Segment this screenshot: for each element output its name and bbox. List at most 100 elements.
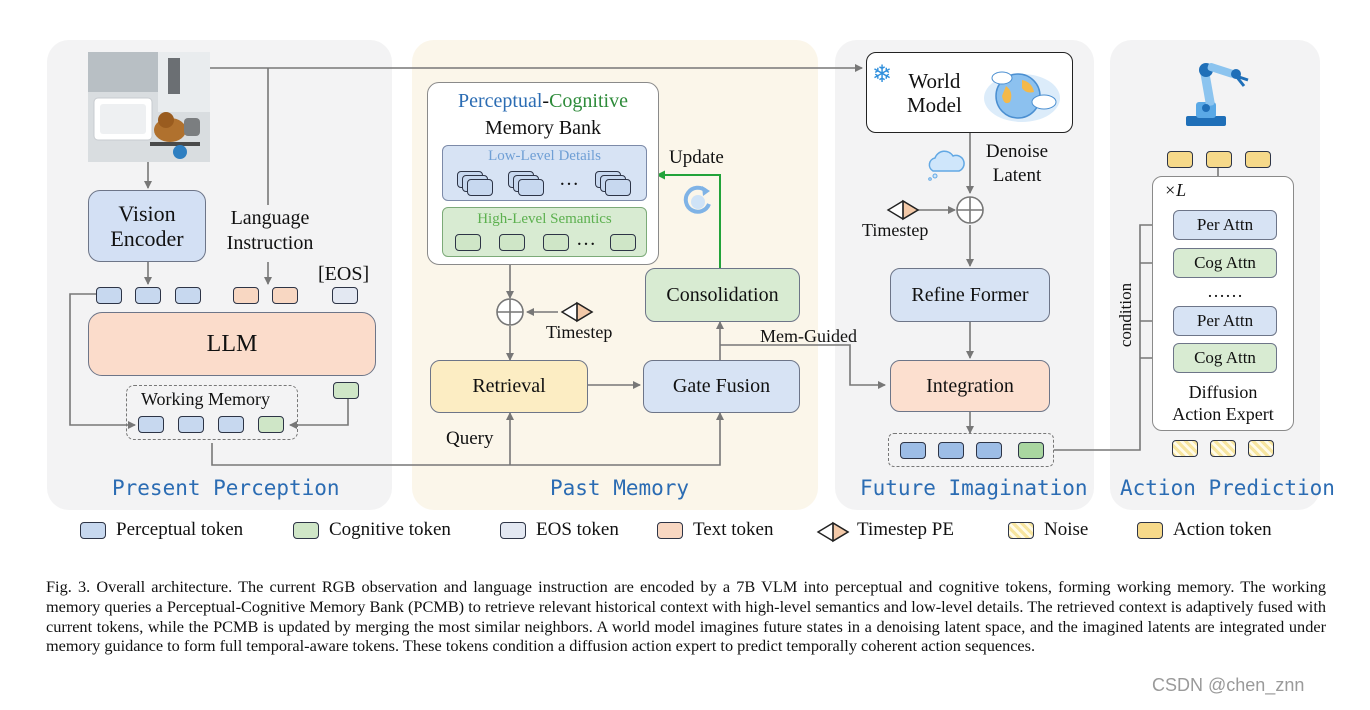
legend-eos-label: EOS token bbox=[536, 519, 619, 540]
retrieval-box: Retrieval bbox=[430, 360, 588, 413]
cognitive-token bbox=[1018, 442, 1044, 459]
memory-bank-subtitle: Memory Bank bbox=[484, 117, 602, 139]
eos-token-swatch bbox=[500, 521, 526, 539]
perceptual-token bbox=[178, 416, 204, 433]
vision-encoder-box: Vision Encoder bbox=[88, 190, 206, 262]
high-level-semantics-label: High-Level Semantics bbox=[477, 211, 612, 227]
perceptual-token bbox=[138, 416, 164, 433]
title-cognitive: Cognitive bbox=[549, 90, 628, 112]
cognitive-token bbox=[333, 382, 359, 399]
working-memory-container bbox=[126, 385, 298, 440]
legend-text-label: Text token bbox=[693, 519, 774, 540]
world-model-label: World Model bbox=[907, 68, 962, 117]
llm-label: LLM bbox=[206, 330, 258, 357]
perceptual-token-stack bbox=[467, 179, 493, 196]
gate-fusion-label: Gate Fusion bbox=[672, 375, 771, 397]
section-title-present: Present Perception bbox=[112, 476, 340, 500]
refine-former-box: Refine Former bbox=[890, 268, 1050, 322]
integrated-tokens-container bbox=[888, 433, 1054, 467]
cognitive-token bbox=[610, 234, 636, 251]
cog-attn-label: Cog Attn bbox=[1194, 348, 1256, 367]
per-attn-block: Per Attn bbox=[1173, 210, 1277, 240]
cog-attn-block: Cog Attn bbox=[1173, 248, 1277, 278]
perceptual-token bbox=[976, 442, 1002, 459]
cog-attn-block: Cog Attn bbox=[1173, 343, 1277, 373]
cog-attn-label: Cog Attn bbox=[1194, 253, 1256, 272]
legend-eos: EOS token bbox=[500, 519, 619, 541]
legend-noise: Noise bbox=[1008, 519, 1088, 541]
perceptual-token bbox=[135, 287, 161, 304]
llm-box: LLM bbox=[88, 312, 376, 376]
cognitive-token bbox=[543, 234, 569, 251]
section-title-action: Action Prediction bbox=[1120, 476, 1335, 500]
vision-encoder-label: Vision Encoder bbox=[110, 201, 184, 251]
ellipsis: … bbox=[559, 168, 579, 190]
per-attn-block: Per Attn bbox=[1173, 306, 1277, 336]
repeat-l-label: ×L bbox=[1164, 180, 1187, 200]
rgb-observation-image bbox=[88, 52, 210, 162]
figure-caption: Fig. 3. Overall architecture. The curren… bbox=[46, 577, 1326, 656]
cloud-icon bbox=[928, 150, 965, 181]
language-instruction-label: Language Instruction bbox=[226, 207, 314, 254]
text-token-swatch bbox=[657, 521, 683, 539]
working-memory-label: Working Memory bbox=[141, 389, 271, 409]
integration-box: Integration bbox=[890, 360, 1050, 412]
section-title-past: Past Memory bbox=[550, 476, 690, 500]
legend-cognitive: Cognitive token bbox=[293, 519, 451, 541]
perceptual-token bbox=[96, 287, 122, 304]
noise-token bbox=[1210, 440, 1236, 457]
action-token-swatch bbox=[1137, 521, 1163, 539]
legend-noise-label: Noise bbox=[1044, 519, 1089, 540]
watermark: CSDN @chen_znn bbox=[1152, 675, 1305, 695]
cognitive-token-swatch bbox=[293, 521, 319, 539]
legend-timestep-label: Timestep PE bbox=[857, 519, 954, 540]
timestep-label-past: Timestep bbox=[546, 322, 613, 342]
legend-timestep: Timestep PE bbox=[857, 519, 954, 541]
globe-icon bbox=[984, 71, 1060, 122]
eos-token bbox=[332, 287, 358, 304]
section-title-future: Future Imagination bbox=[860, 476, 1088, 500]
legend-text: Text token bbox=[657, 519, 773, 541]
query-label: Query bbox=[446, 428, 494, 449]
refine-former-label: Refine Former bbox=[911, 283, 1029, 306]
ellipsis: … bbox=[576, 228, 596, 250]
per-attn-label: Per Attn bbox=[1196, 311, 1254, 330]
gate-fusion-box: Gate Fusion bbox=[643, 360, 800, 413]
snowflake-icon: ❄ bbox=[872, 62, 893, 88]
text-token bbox=[272, 287, 298, 304]
consolidation-box: Consolidation bbox=[645, 268, 800, 322]
cognitive-token bbox=[258, 416, 284, 433]
perceptual-token bbox=[175, 287, 201, 304]
refresh-icon bbox=[683, 185, 711, 214]
retrieval-label: Retrieval bbox=[472, 375, 546, 397]
action-token bbox=[1167, 151, 1193, 168]
cognitive-token bbox=[499, 234, 525, 251]
legend-perceptual-label: Perceptual token bbox=[116, 519, 244, 540]
perceptual-token-stack bbox=[605, 179, 631, 196]
integration-label: Integration bbox=[926, 374, 1014, 397]
action-token bbox=[1206, 151, 1232, 168]
perceptual-token-stack bbox=[518, 179, 544, 196]
timestep-label-future: Timestep bbox=[862, 220, 929, 240]
denoise-latent-label: Denoise Latent bbox=[985, 141, 1049, 186]
title-dash: - bbox=[542, 90, 550, 112]
action-token bbox=[1245, 151, 1271, 168]
consolidation-label: Consolidation bbox=[666, 283, 779, 306]
noise-token-swatch bbox=[1008, 521, 1034, 539]
title-perceptual: Perceptual bbox=[458, 90, 543, 112]
cognitive-token bbox=[455, 234, 481, 251]
noise-token bbox=[1248, 440, 1274, 457]
perceptual-token bbox=[900, 442, 926, 459]
low-level-details-label: Low-Level Details bbox=[488, 148, 601, 164]
perceptual-token bbox=[938, 442, 964, 459]
condition-label: condition bbox=[1116, 282, 1135, 348]
legend-cognitive-label: Cognitive token bbox=[329, 519, 451, 540]
eos-label: [EOS] bbox=[318, 263, 370, 285]
perceptual-token bbox=[218, 416, 244, 433]
update-label: Update bbox=[669, 147, 724, 168]
legend-action: Action token bbox=[1137, 519, 1272, 541]
diffusion-action-expert-label: Diffusion Action Expert bbox=[1172, 382, 1274, 424]
noise-token bbox=[1172, 440, 1198, 457]
